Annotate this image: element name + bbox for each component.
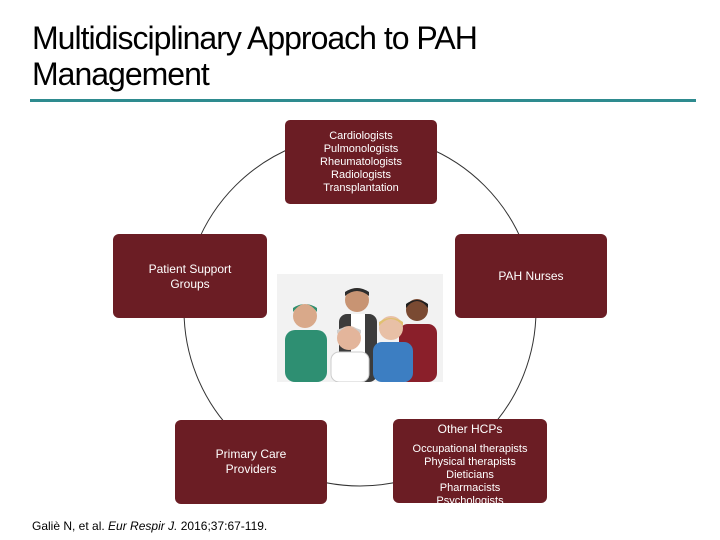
slide-title-line-2: Management [32,56,210,92]
citation-journal: Eur Respir J. [108,519,178,533]
specialist-item: Radiologists [331,168,391,181]
healthcare-team-illustration [277,274,443,382]
citation: Galiè N, et al. Eur Respir J. 2016;37:67… [32,519,267,533]
pah-nurses-label: PAH Nurses [498,268,564,283]
title-underline [30,99,696,102]
specialist-item: Pulmonologists [323,142,399,155]
citation-authors: Galiè N, et al. [32,519,105,533]
slide-title-line-1: Multidisciplinary Approach to PAH [32,20,478,56]
specialist-item: Transplantation [323,181,399,194]
other-hcp-item: Pharmacists [439,482,501,494]
other-hcp-item: Occupational therapists [412,443,528,455]
specialists-box: Cardiologists Pulmonologists Rheumatolog… [285,120,437,204]
patient-support-groups-box: Patient Support Groups [113,234,267,318]
citation-reference: 2016;37:67-119. [180,519,268,533]
other-hcp-item: Psychologists [436,495,504,507]
primary-care-label-line-1: Primary Care [215,447,287,461]
other-hcp-item: Physical therapists [424,456,516,468]
support-groups-label-line-2: Groups [170,277,210,291]
other-hcps-box: Other HCPs Occupational therapists Physi… [393,419,547,507]
support-groups-label-line-1: Patient Support [148,262,232,276]
specialist-item: Cardiologists [329,129,393,142]
primary-care-label-line-2: Providers [225,462,277,476]
pah-nurses-box: PAH Nurses [455,234,607,318]
specialist-item: Rheumatologists [320,155,402,168]
other-hcps-header: Other HCPs [437,422,503,436]
slide-title: Multidisciplinary Approach to PAH Manage… [32,20,672,92]
healthcare-team-photo [277,274,443,382]
other-hcp-item: Dieticians [446,469,494,481]
primary-care-providers-box: Primary Care Providers [175,420,327,504]
